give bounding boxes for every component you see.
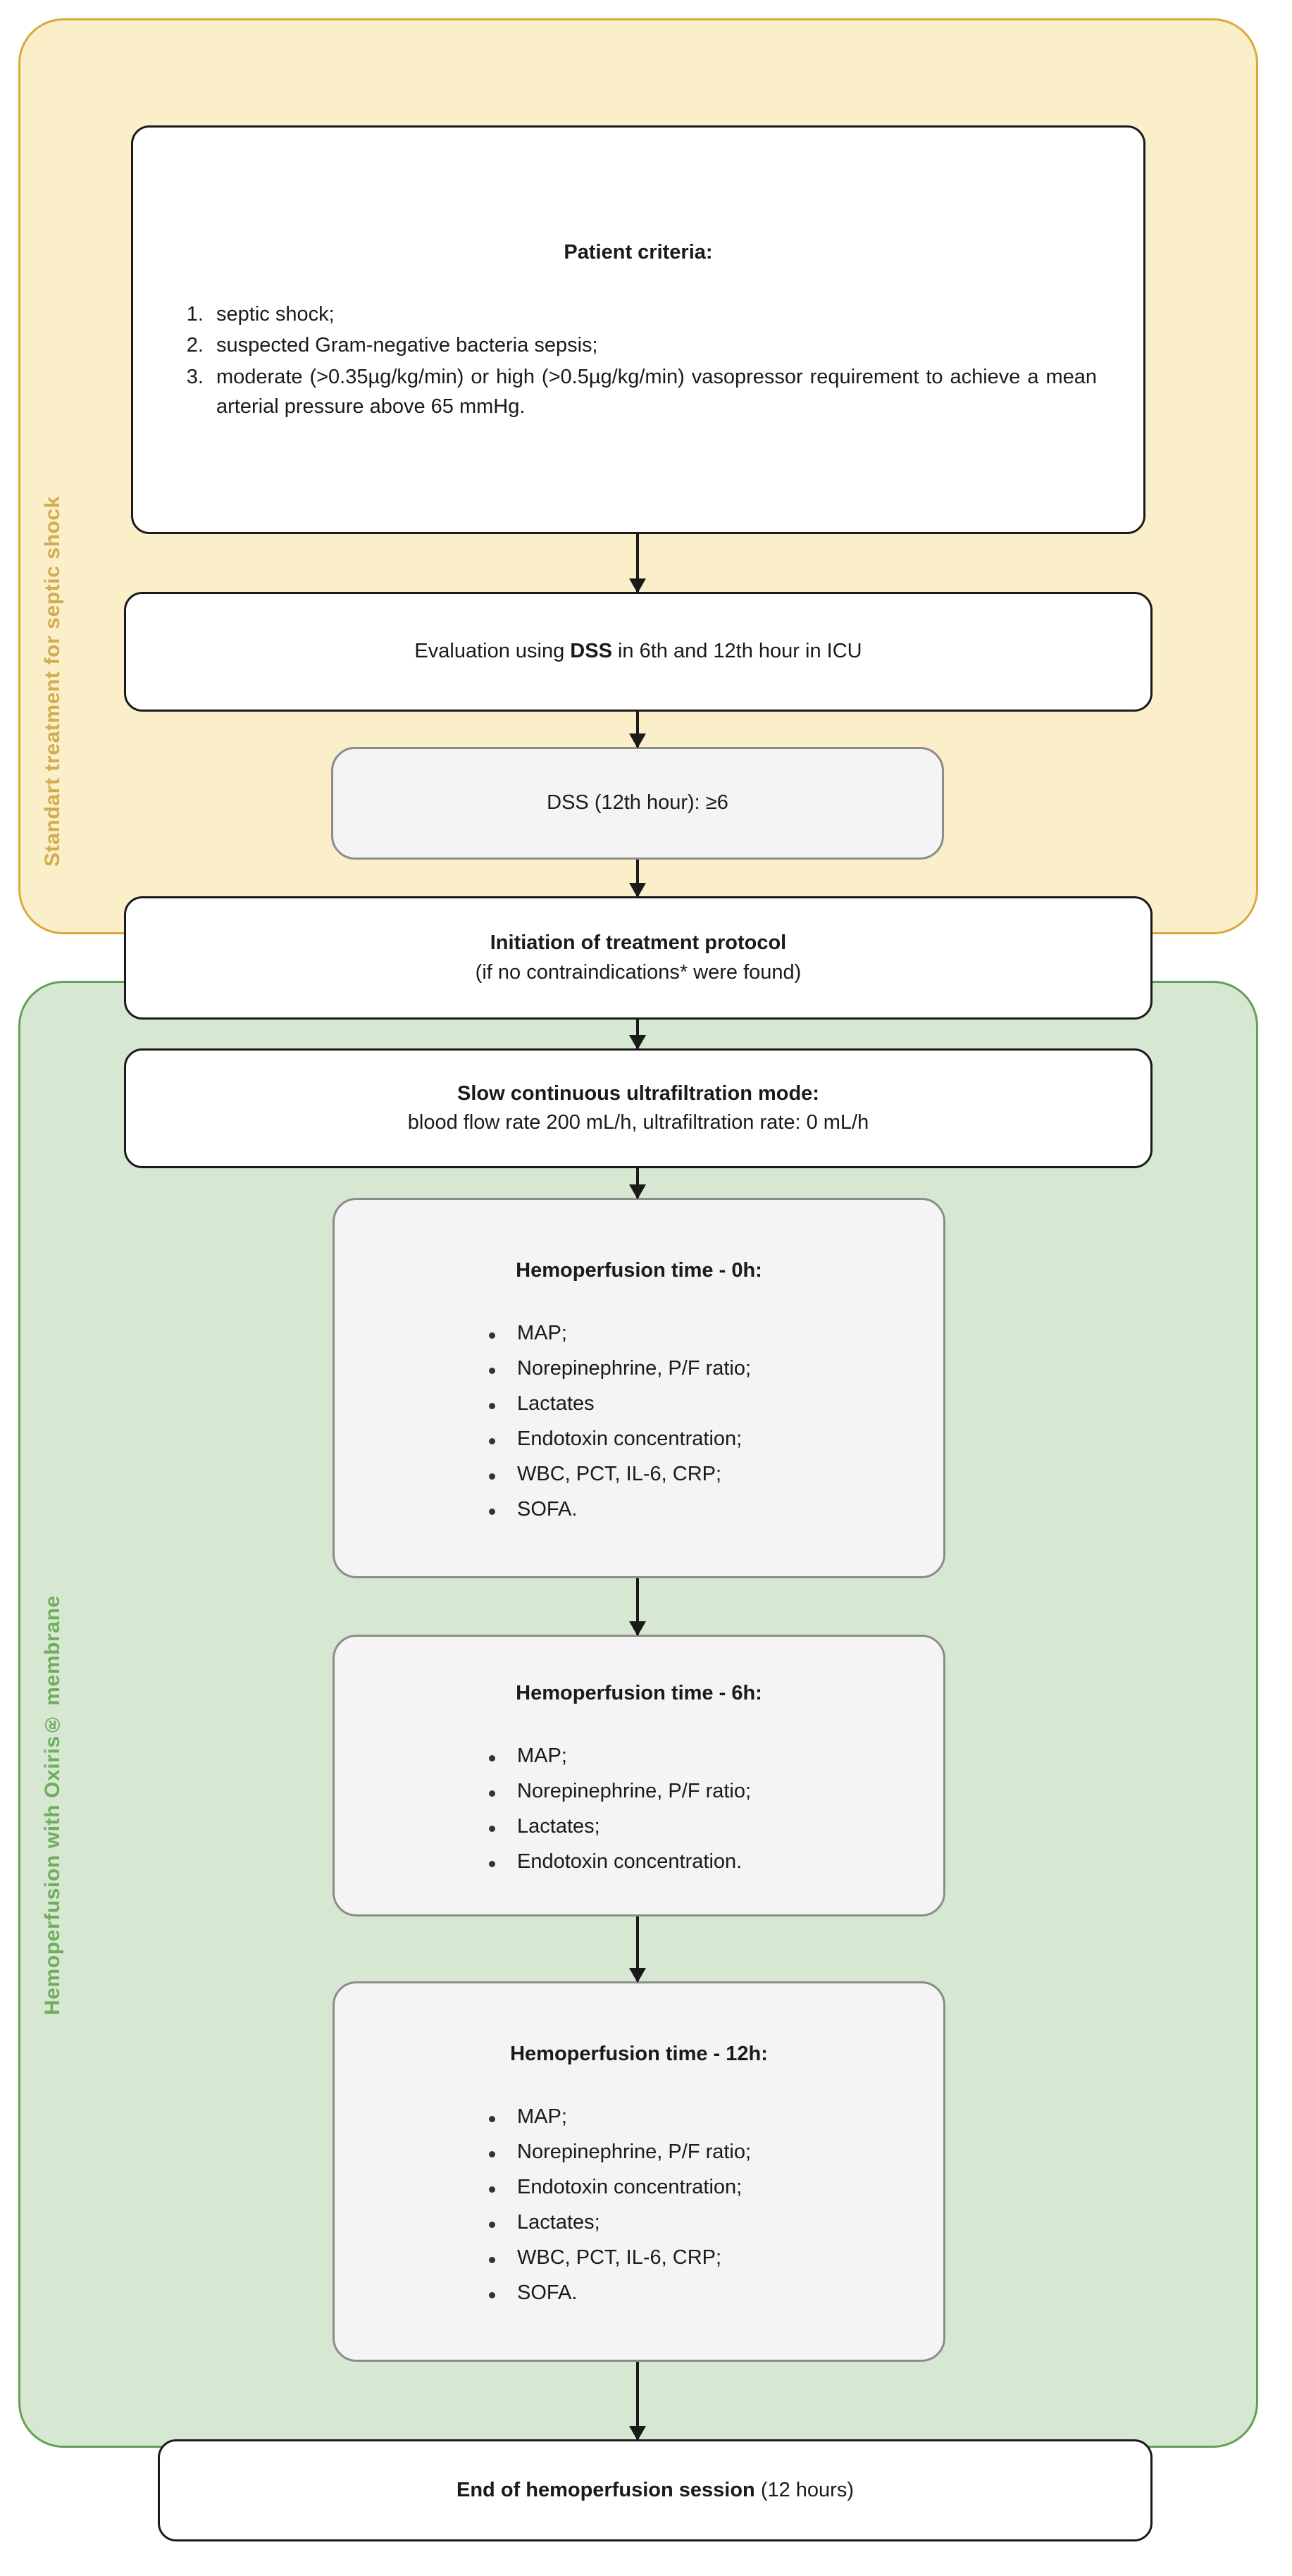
evaluation-prefix: Evaluation using [414, 640, 571, 663]
initiation-title: Initiation of treatment protocol [490, 931, 787, 955]
hemoperfusion-12h-title: Hemoperfusion time - 12h: [510, 2042, 768, 2065]
end-session-text: End of hemoperfusion session (12 hours) [160, 2476, 1150, 2505]
phase-band-standard-treatment-label: Standart treatment for septic shock [41, 495, 64, 867]
list-item: MAP; [486, 2107, 943, 2127]
list-item: Endotoxin concentration. [486, 1852, 943, 1872]
arrow-hemoperfusion-6h-to-12h [629, 1916, 646, 1983]
node-hemoperfusion-6h: Hemoperfusion time - 6h: MAP; Norepineph… [333, 1635, 945, 1916]
patient-criteria-list: septic shock; suspected Gram-negative ba… [133, 299, 1143, 421]
node-evaluation-dss: Evaluation using DSS in 6th and 12th hou… [124, 592, 1153, 712]
arrow-dss-score-to-initiation [629, 860, 646, 898]
hemoperfusion-6h-title: Hemoperfusion time - 6h: [516, 1681, 762, 1704]
list-item: Lactates [486, 1394, 943, 1414]
list-item: Lactates; [486, 1816, 943, 1837]
list-item: Norepinephrine, P/F ratio; [486, 1358, 943, 1379]
node-hemoperfusion-0h: Hemoperfusion time - 0h: MAP; Norepineph… [333, 1198, 945, 1578]
list-item: WBC, PCT, IL-6, CRP; [486, 2248, 943, 2268]
list-item: SOFA. [486, 1499, 943, 1520]
node-patient-criteria: Patient criteria: septic shock; suspecte… [131, 125, 1145, 534]
node-slow-continuous-ultrafiltration: Slow continuous ultrafiltration mode: bl… [124, 1048, 1153, 1168]
list-item: MAP; [486, 1746, 943, 1766]
scuf-title: Slow continuous ultrafiltration mode: [457, 1082, 819, 1105]
arrow-scuf-to-hemoperfusion-0h [629, 1168, 646, 1199]
arrow-initiation-to-scuf [629, 1020, 646, 1050]
list-item: suspected Gram-negative bacteria sepsis; [209, 330, 1097, 360]
hemoperfusion-0h-title: Hemoperfusion time - 0h: [516, 1258, 762, 1282]
node-initiation-of-protocol: Initiation of treatment protocol (if no … [124, 896, 1153, 1020]
list-item: moderate (>0.35µg/kg/min) or high (>0.5µ… [209, 362, 1097, 422]
list-item: MAP; [486, 1323, 943, 1344]
hemoperfusion-6h-parameter-list: MAP; Norepinephrine, P/F ratio; Lactates… [335, 1746, 943, 1872]
list-item: WBC, PCT, IL-6, CRP; [486, 1464, 943, 1485]
evaluation-suffix: in 6th and 12th hour in ICU [611, 640, 862, 663]
node-end-of-session: End of hemoperfusion session (12 hours) [158, 2439, 1153, 2541]
dss-score-text: DSS (12th hour): ≥6 [547, 791, 728, 815]
list-item: Norepinephrine, P/F ratio; [486, 1781, 943, 1802]
node-hemoperfusion-12h: Hemoperfusion time - 12h: MAP; Norepinep… [333, 1981, 945, 2362]
initiation-subtitle: (if no contraindications* were found) [475, 960, 802, 984]
list-item: septic shock; [209, 299, 1097, 329]
patient-criteria-title: Patient criteria: [564, 240, 713, 264]
list-item: Norepinephrine, P/F ratio; [486, 2142, 943, 2162]
end-session-bold: End of hemoperfusion session [456, 2478, 755, 2501]
evaluation-dss-abbr: DSS [570, 640, 612, 663]
arrow-criteria-to-evaluation [629, 534, 646, 593]
arrow-hemoperfusion-0h-to-6h [629, 1578, 646, 1636]
phase-band-hemoperfusion-label: Hemoperfusion with Oxiris® membrane [41, 1595, 64, 2015]
list-item: Lactates; [486, 2212, 943, 2233]
hemoperfusion-0h-parameter-list: MAP; Norepinephrine, P/F ratio; Lactates… [335, 1323, 943, 1520]
list-item: Endotoxin concentration; [486, 1429, 943, 1449]
end-session-suffix: (12 hours) [754, 2478, 854, 2501]
list-item: SOFA. [486, 2283, 943, 2303]
list-item: Endotoxin concentration; [486, 2177, 943, 2198]
evaluation-dss-text: Evaluation using DSS in 6th and 12th hou… [126, 637, 1150, 666]
arrow-evaluation-to-dss-score [629, 712, 646, 748]
scuf-subtitle: blood flow rate 200 mL/h, ultrafiltratio… [407, 1111, 869, 1134]
node-dss-score-threshold: DSS (12th hour): ≥6 [331, 747, 944, 860]
hemoperfusion-12h-parameter-list: MAP; Norepinephrine, P/F ratio; Endotoxi… [335, 2107, 943, 2303]
arrow-hemoperfusion-12h-to-end [629, 2362, 646, 2441]
